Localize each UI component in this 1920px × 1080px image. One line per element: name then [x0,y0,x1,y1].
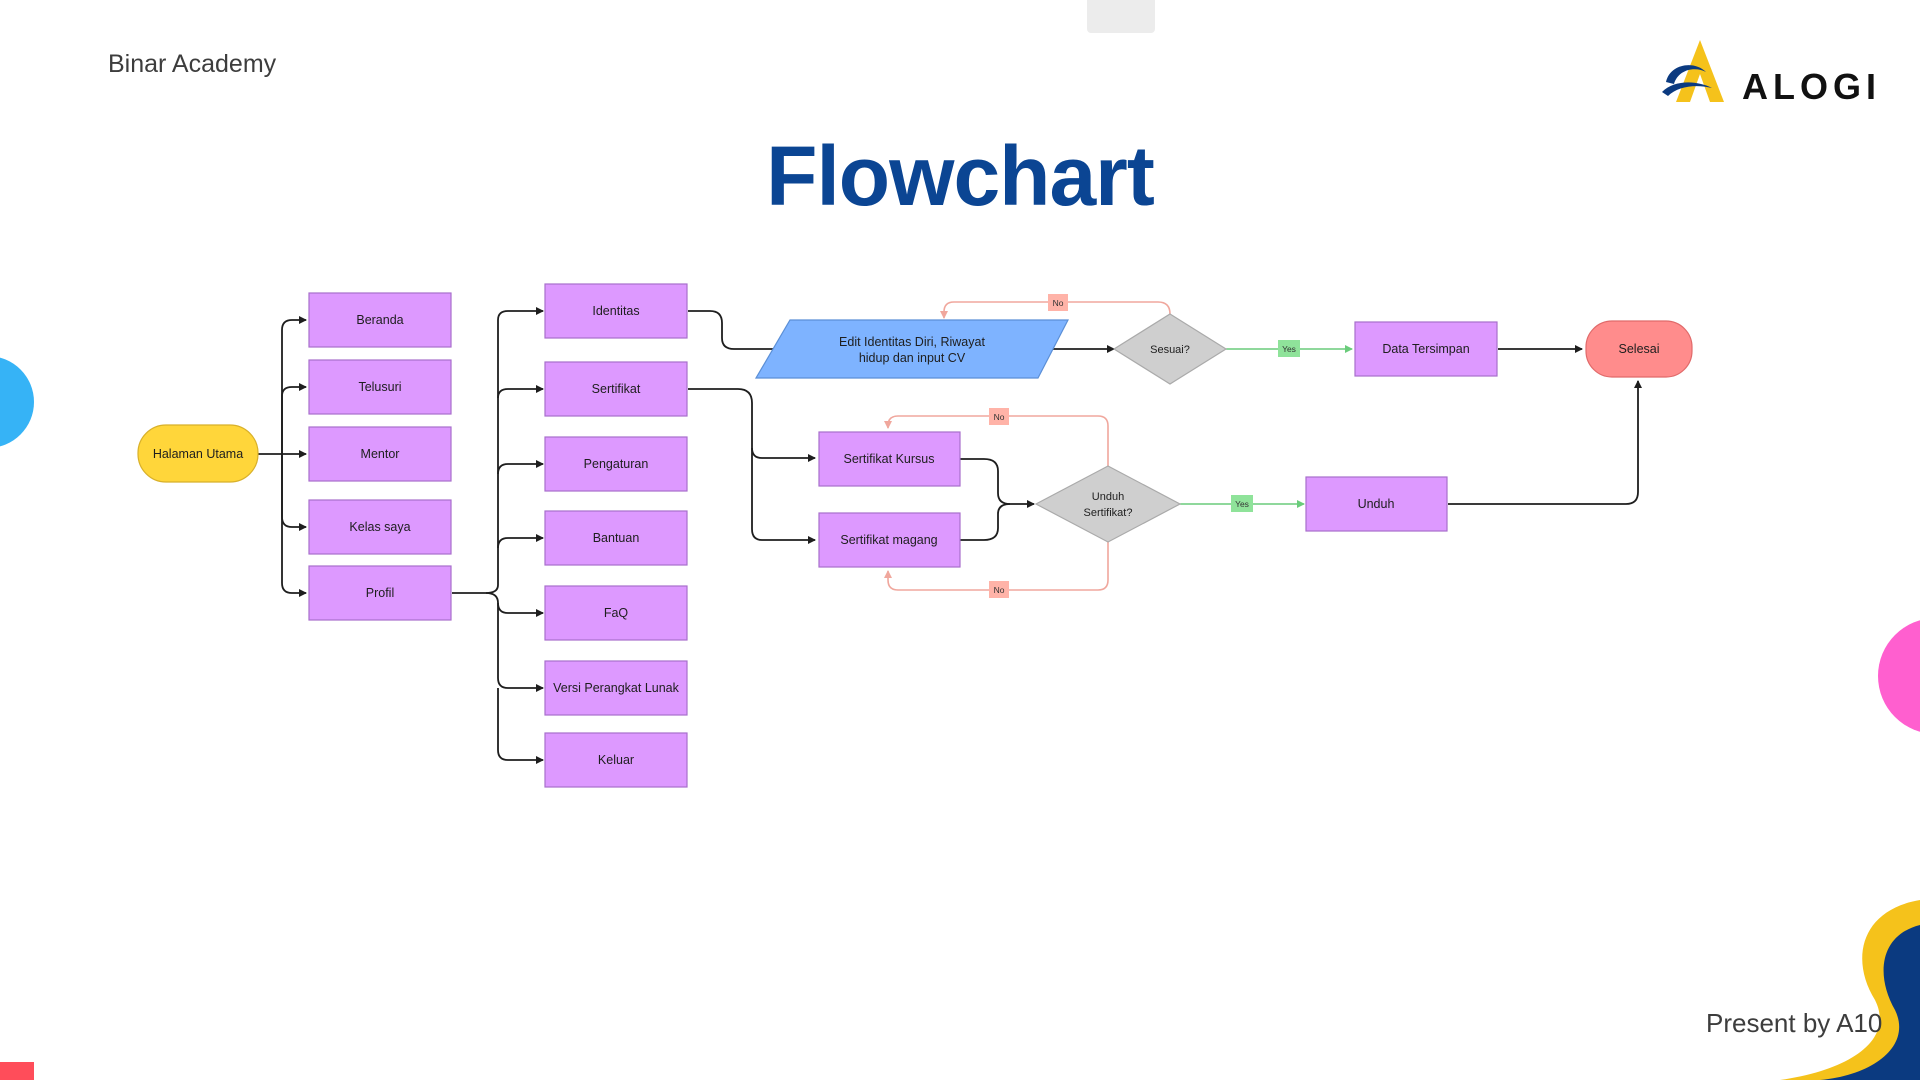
unduh-q-line1: Unduh [1092,491,1124,503]
profil-node-sertifikat: Sertifikat [544,361,688,417]
no-text-sesuai: No [1053,298,1064,308]
profil-label-identitas: Identitas [592,304,639,318]
sertifikat-magang-label: Sertifikat magang [840,533,937,547]
profil-label-bantuan: Bantuan [593,531,640,545]
alogi-logo: ALOGI [1660,36,1880,108]
menu-node-beranda: Beranda [308,292,452,348]
yes-label-sesuai: Yes [1278,340,1300,357]
profil-label-sertifikat: Sertifikat [592,382,641,396]
profil-node-bantuan: Bantuan [544,510,688,566]
sertifikat-kursus-node: Sertifikat Kursus [818,431,961,487]
wave-decoration [1780,900,1920,1080]
sesuai-label: Sesuai? [1150,344,1190,356]
start-node-label: Halaman Utama [153,447,243,461]
page-title: Flowchart [766,129,1155,223]
no-text-magang: No [994,585,1005,595]
brand-name: Binar Academy [108,50,277,78]
sertifikat-magang-node: Sertifikat magang [818,512,961,568]
selesai-label: Selesai [1619,342,1660,356]
red-square-decoration [0,1062,34,1080]
no-label-magang: No [989,581,1009,598]
unduh-sertifikat-decision-node: Unduh Sertifikat? [1034,465,1182,543]
menu-node-mentor: Mentor [308,426,452,482]
profil-label-faq: FaQ [604,606,629,620]
presenter-credit: Present by A10 [1706,1008,1883,1038]
menu-label-profil: Profil [366,586,394,600]
menu-label-kelas-saya: Kelas saya [349,520,410,534]
edit-identitas-node: Edit Identitas Diri, Riwayat hidup dan i… [754,319,1069,379]
yes-label-unduh: Yes [1231,495,1253,512]
selesai-end-node: Selesai [1585,320,1693,378]
menu-label-telusuri: Telusuri [358,380,401,394]
menu-node-telusuri: Telusuri [308,359,452,415]
unduh-q-line2: Sertifikat? [1084,507,1133,519]
top-tab-decoration [1087,0,1155,33]
edit-label-line2: hidup dan input CV [859,351,966,365]
yes-text-sesuai: Yes [1282,344,1296,354]
profil-node-versi: Versi Perangkat Lunak [544,660,688,716]
logo-text: ALOGI [1742,66,1881,107]
sesuai-decision-node: Sesuai? [1112,313,1228,385]
profil-node-identitas: Identitas [544,283,688,339]
profil-label-pengaturan: Pengaturan [584,457,649,471]
menu-label-mentor: Mentor [361,447,400,461]
unduh-label: Unduh [1358,497,1395,511]
start-node: Halaman Utama [137,424,259,483]
unduh-node: Unduh [1305,476,1448,532]
profil-node-faq: FaQ [544,585,688,641]
no-text-kursus: No [994,412,1005,422]
profil-label-keluar: Keluar [598,753,634,767]
menu-label-beranda: Beranda [356,313,403,327]
profil-node-pengaturan: Pengaturan [544,436,688,492]
data-tersimpan-label: Data Tersimpan [1382,342,1469,356]
profil-label-versi: Versi Perangkat Lunak [553,681,680,695]
profil-node-keluar: Keluar [544,732,688,788]
menu-node-profil: Profil [308,565,452,621]
no-label-kursus: No [989,408,1009,425]
yes-text-unduh: Yes [1235,499,1249,509]
no-label-sesuai: No [1048,294,1068,311]
alogi-logo-icon [1662,40,1724,102]
data-tersimpan-node: Data Tersimpan [1354,321,1498,377]
connectors-main [258,307,1642,764]
menu-node-kelas-saya: Kelas saya [308,499,452,555]
edit-label-line1: Edit Identitas Diri, Riwayat [839,335,985,349]
sertifikat-kursus-label: Sertifikat Kursus [843,452,934,466]
